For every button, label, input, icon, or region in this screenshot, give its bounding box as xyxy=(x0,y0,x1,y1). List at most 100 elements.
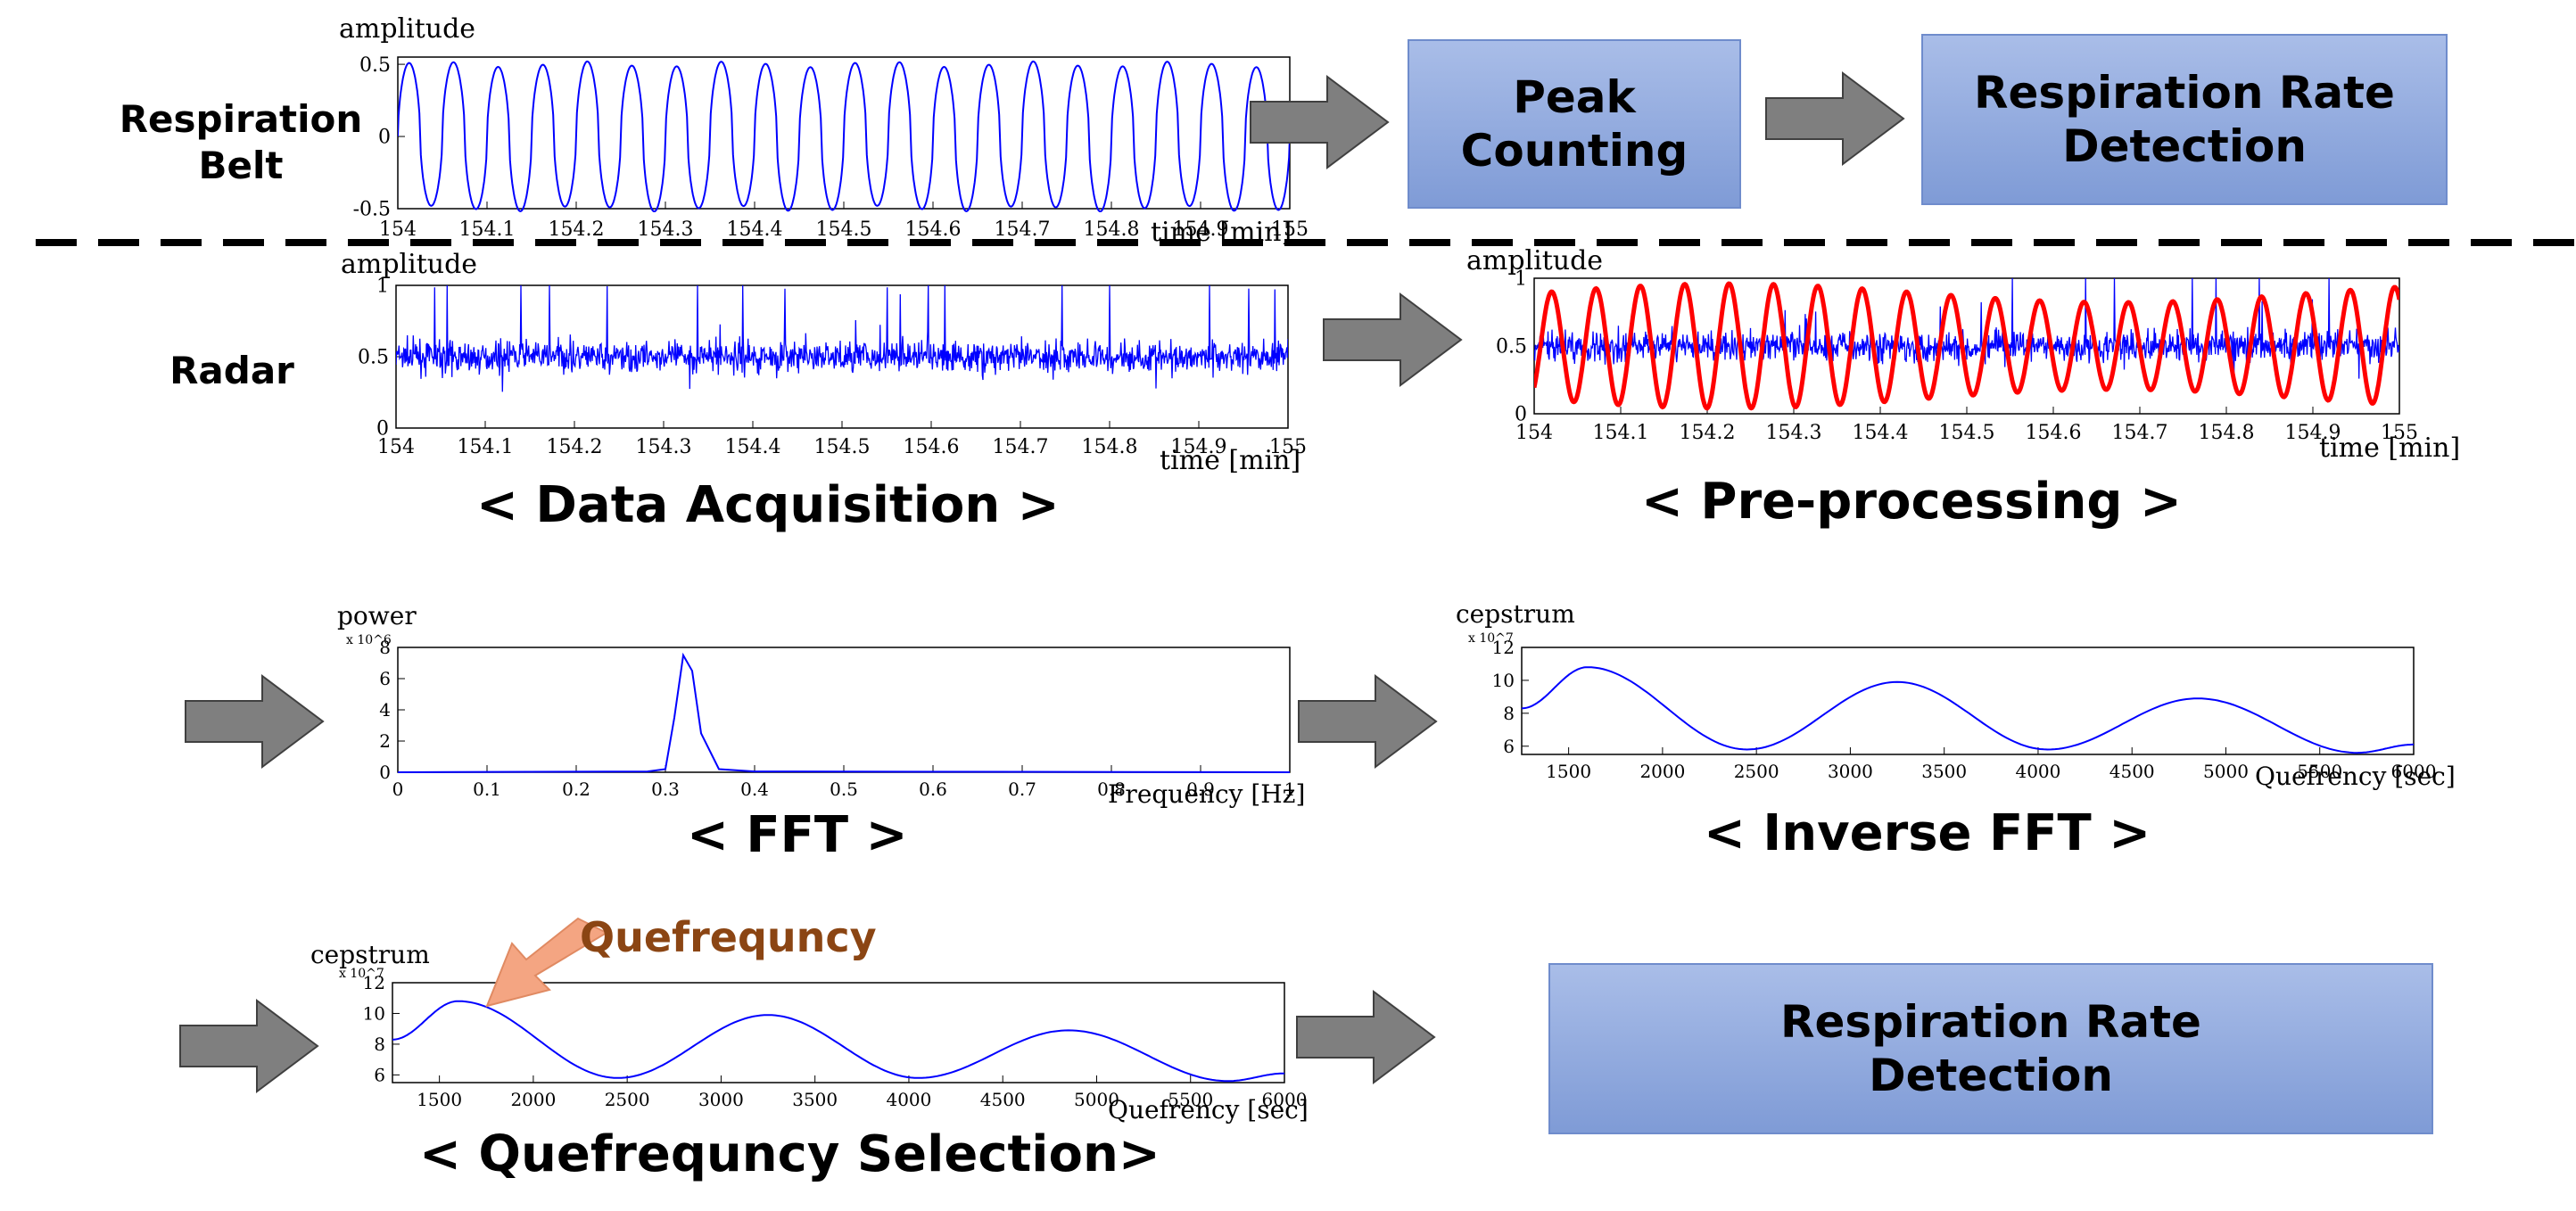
x-tick-label: 154.7 xyxy=(2112,422,2168,444)
x-tick-label: 154 xyxy=(379,218,417,241)
x-tick-label: 154.6 xyxy=(905,218,962,241)
y-axis-label: power xyxy=(337,601,417,630)
y-tick-label: 8 xyxy=(1503,703,1515,724)
x-tick-label: 0.7 xyxy=(1008,778,1036,800)
x-tick-label: 155 xyxy=(1271,218,1309,241)
x-tick-label: 0.1 xyxy=(473,778,501,800)
arrow-quefrequncy-to-rate xyxy=(1296,990,1436,1084)
x-tick-label: 1500 xyxy=(417,1089,462,1110)
y-tick-label: 6 xyxy=(1503,736,1515,757)
x-tick-label: 0.2 xyxy=(562,778,590,800)
respiration-rate-detection-box-bottom: Respiration Rate Detection xyxy=(1548,963,2433,1134)
x-tick-label: 0.9 xyxy=(1186,778,1215,800)
x-tick-label: 154.3 xyxy=(638,218,694,241)
x-tick-label: 0.3 xyxy=(651,778,680,800)
y-tick-label: 1 xyxy=(376,276,389,298)
respiration-belt-label-line1: Respiration xyxy=(119,97,363,141)
x-tick-label: 1500 xyxy=(1546,761,1591,782)
x-tick-label: 154.5 xyxy=(814,436,871,458)
filtered-respiration-series xyxy=(1534,281,2399,411)
x-tick-label: 5500 xyxy=(1168,1089,1213,1110)
y-axis-label: amplitude xyxy=(339,13,475,45)
x-tick-label: 154.5 xyxy=(816,218,872,241)
arrow-belt-to-peak xyxy=(1250,75,1390,169)
x-tick-label: 154.7 xyxy=(993,436,1049,458)
dashed-separator xyxy=(36,239,2576,246)
x-tick-label: 3500 xyxy=(792,1089,838,1110)
y-axis-exponent: x 10^7 xyxy=(339,967,384,981)
y-tick-label: 4 xyxy=(379,699,391,721)
y-tick-label: 8 xyxy=(379,637,391,658)
x-tick-label: 154.4 xyxy=(1853,422,1909,444)
y-tick-label: 6 xyxy=(374,1064,385,1085)
x-tick-label: 6000 xyxy=(1262,1089,1308,1110)
quefrequncy-pointer-arrow xyxy=(485,917,609,1008)
x-tick-label: 154.8 xyxy=(1082,436,1138,458)
respiration-belt-label: Respiration Belt xyxy=(89,96,392,189)
y-tick-label: 8 xyxy=(374,1034,385,1055)
x-tick-label: 0.8 xyxy=(1097,778,1126,800)
arrow-radar-to-preprocessing xyxy=(1323,292,1463,387)
y-tick-label: 10 xyxy=(363,1002,385,1024)
y-tick-label: 2 xyxy=(379,730,391,752)
x-tick-label: 154.8 xyxy=(2199,422,2255,444)
x-tick-label: 154.1 xyxy=(458,436,514,458)
y-axis-label: amplitude xyxy=(341,249,477,280)
section-title-quefrequncy-selection: < Quefrequncy Selection> xyxy=(419,1125,1160,1183)
section-title-preprocessing: < Pre-processing > xyxy=(1641,473,2182,531)
x-tick-label: 154.4 xyxy=(727,218,783,241)
y-tick-label: 0 xyxy=(376,418,389,441)
section-title-data-acquisition: < Data Acquisition > xyxy=(476,476,1060,534)
x-tick-label: 5000 xyxy=(2203,761,2249,782)
quefrequncy-annotation: Quefrequncy xyxy=(580,913,877,961)
inverse_fft-series-line xyxy=(1522,666,2414,754)
y-axis-label: cepstrum xyxy=(310,940,430,969)
x-axis-label: Quefrency [sec] xyxy=(2255,762,2456,791)
respiration-rate-detection-box-top: Respiration Rate Detection xyxy=(1921,34,2448,205)
x-tick-label: 154.3 xyxy=(636,436,692,458)
y-axis-exponent: x 10^7 xyxy=(1468,631,1514,646)
respiration-belt-label-line2: Belt xyxy=(198,144,284,187)
x-tick-label: 154.7 xyxy=(995,218,1051,241)
arrow-into-quefrequncy xyxy=(179,999,319,1093)
x-tick-label: 3000 xyxy=(1828,761,1873,782)
x-tick-label: 3500 xyxy=(1921,761,1967,782)
y-tick-label: 0.5 xyxy=(359,54,391,77)
x-tick-label: 2500 xyxy=(605,1089,650,1110)
x-tick-label: 2000 xyxy=(1639,761,1685,782)
noise-signal-series xyxy=(396,284,1288,392)
y-tick-label: 0 xyxy=(1515,404,1527,426)
x-tick-label: 4000 xyxy=(2015,761,2060,782)
x-tick-label: 154.4 xyxy=(725,436,781,458)
x-tick-label: 154.9 xyxy=(1173,218,1229,241)
arrow-into-fft xyxy=(185,674,325,769)
y-tick-label: 10 xyxy=(1492,670,1515,691)
x-tick-label: 6000 xyxy=(2391,761,2437,782)
x-tick-label: 155 xyxy=(1269,436,1307,458)
y-axis-label: cepstrum xyxy=(1456,599,1575,629)
x-tick-label: 1 xyxy=(1284,778,1296,800)
x-tick-label: 155 xyxy=(2381,422,2418,444)
x-tick-label: 5500 xyxy=(2297,761,2342,782)
x-tick-label: 154.6 xyxy=(904,436,960,458)
x-tick-label: 154.8 xyxy=(1084,218,1140,241)
peak-counting-box: Peak Counting xyxy=(1408,39,1741,209)
y-tick-label: 12 xyxy=(363,972,385,993)
y-tick-label: 0 xyxy=(379,762,391,783)
x-tick-label: 4000 xyxy=(886,1089,931,1110)
x-tick-label: 154.6 xyxy=(2026,422,2082,444)
x-tick-label: 154.1 xyxy=(459,218,516,241)
x-axis-label: time [min] xyxy=(1160,445,1300,476)
y-tick-label: 0 xyxy=(378,127,391,149)
y-tick-label: -0.5 xyxy=(353,199,391,221)
x-tick-label: 154.9 xyxy=(2285,422,2341,444)
y-axis-label: amplitude xyxy=(1466,245,1603,276)
x-axis-label: time [min] xyxy=(1151,217,1292,248)
x-tick-label: 2000 xyxy=(510,1089,556,1110)
x-tick-label: 4500 xyxy=(2110,761,2155,782)
y-tick-label: 0.5 xyxy=(358,347,389,369)
x-tick-label: 154.5 xyxy=(1939,422,1995,444)
belt-respiration-series xyxy=(398,60,1290,212)
x-tick-label: 154 xyxy=(377,436,415,458)
